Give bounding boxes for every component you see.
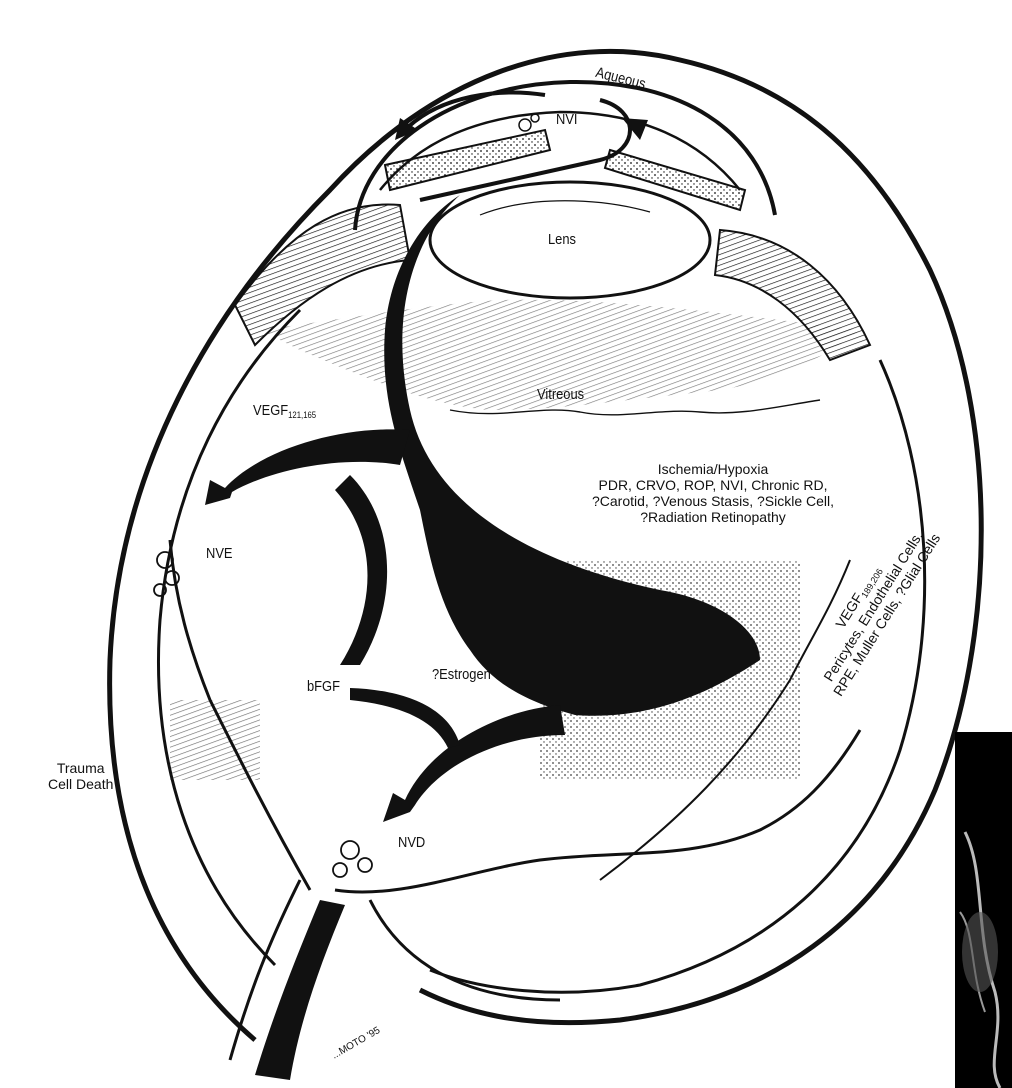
label-nvi: NVI [556,111,578,128]
branch-estrogen-curve [350,688,460,748]
ischemia-line: ?Carotid, ?Venous Stasis, ?Sickle Cell, [558,493,868,509]
ischemia-line: ?Radiation Retinopathy [558,509,868,525]
disc-hatching [170,700,260,780]
label-estrogen: ?Estrogen [432,666,491,683]
label-vegf-121-165: VEGF121,165 [253,402,316,420]
branch-to-nvd [383,705,565,822]
nvi-arrowhead-right [622,118,648,140]
ischemia-line: PDR, CRVO, ROP, NVI, Chronic RD, [558,477,868,493]
iris-left [385,130,550,190]
label-nve: NVE [206,545,233,562]
branch-to-nve [205,429,410,505]
vegf-base: VEGF [253,402,288,419]
label-lens: Lens [548,231,576,248]
label-vitreous: Vitreous [537,386,584,403]
trauma-line: Trauma [48,760,113,776]
label-nvd: NVD [398,834,425,851]
label-bfgf: bFGF [307,678,340,695]
fundus-photo-inset [955,732,1012,1088]
ischemia-line: Ischemia/Hypoxia [558,461,868,477]
stipple-cloud [540,560,800,780]
trauma-line: Cell Death [48,776,113,792]
label-trauma: Trauma Cell Death [48,760,113,792]
nvd-tuft [333,841,372,877]
branch-bfgf-curve [335,475,387,665]
vegf-subscript: 121,165 [288,410,316,420]
fundus-photo-texture [955,732,1012,1088]
label-ischemia-block: Ischemia/Hypoxia PDR, CRVO, ROP, NVI, Ch… [558,461,868,525]
